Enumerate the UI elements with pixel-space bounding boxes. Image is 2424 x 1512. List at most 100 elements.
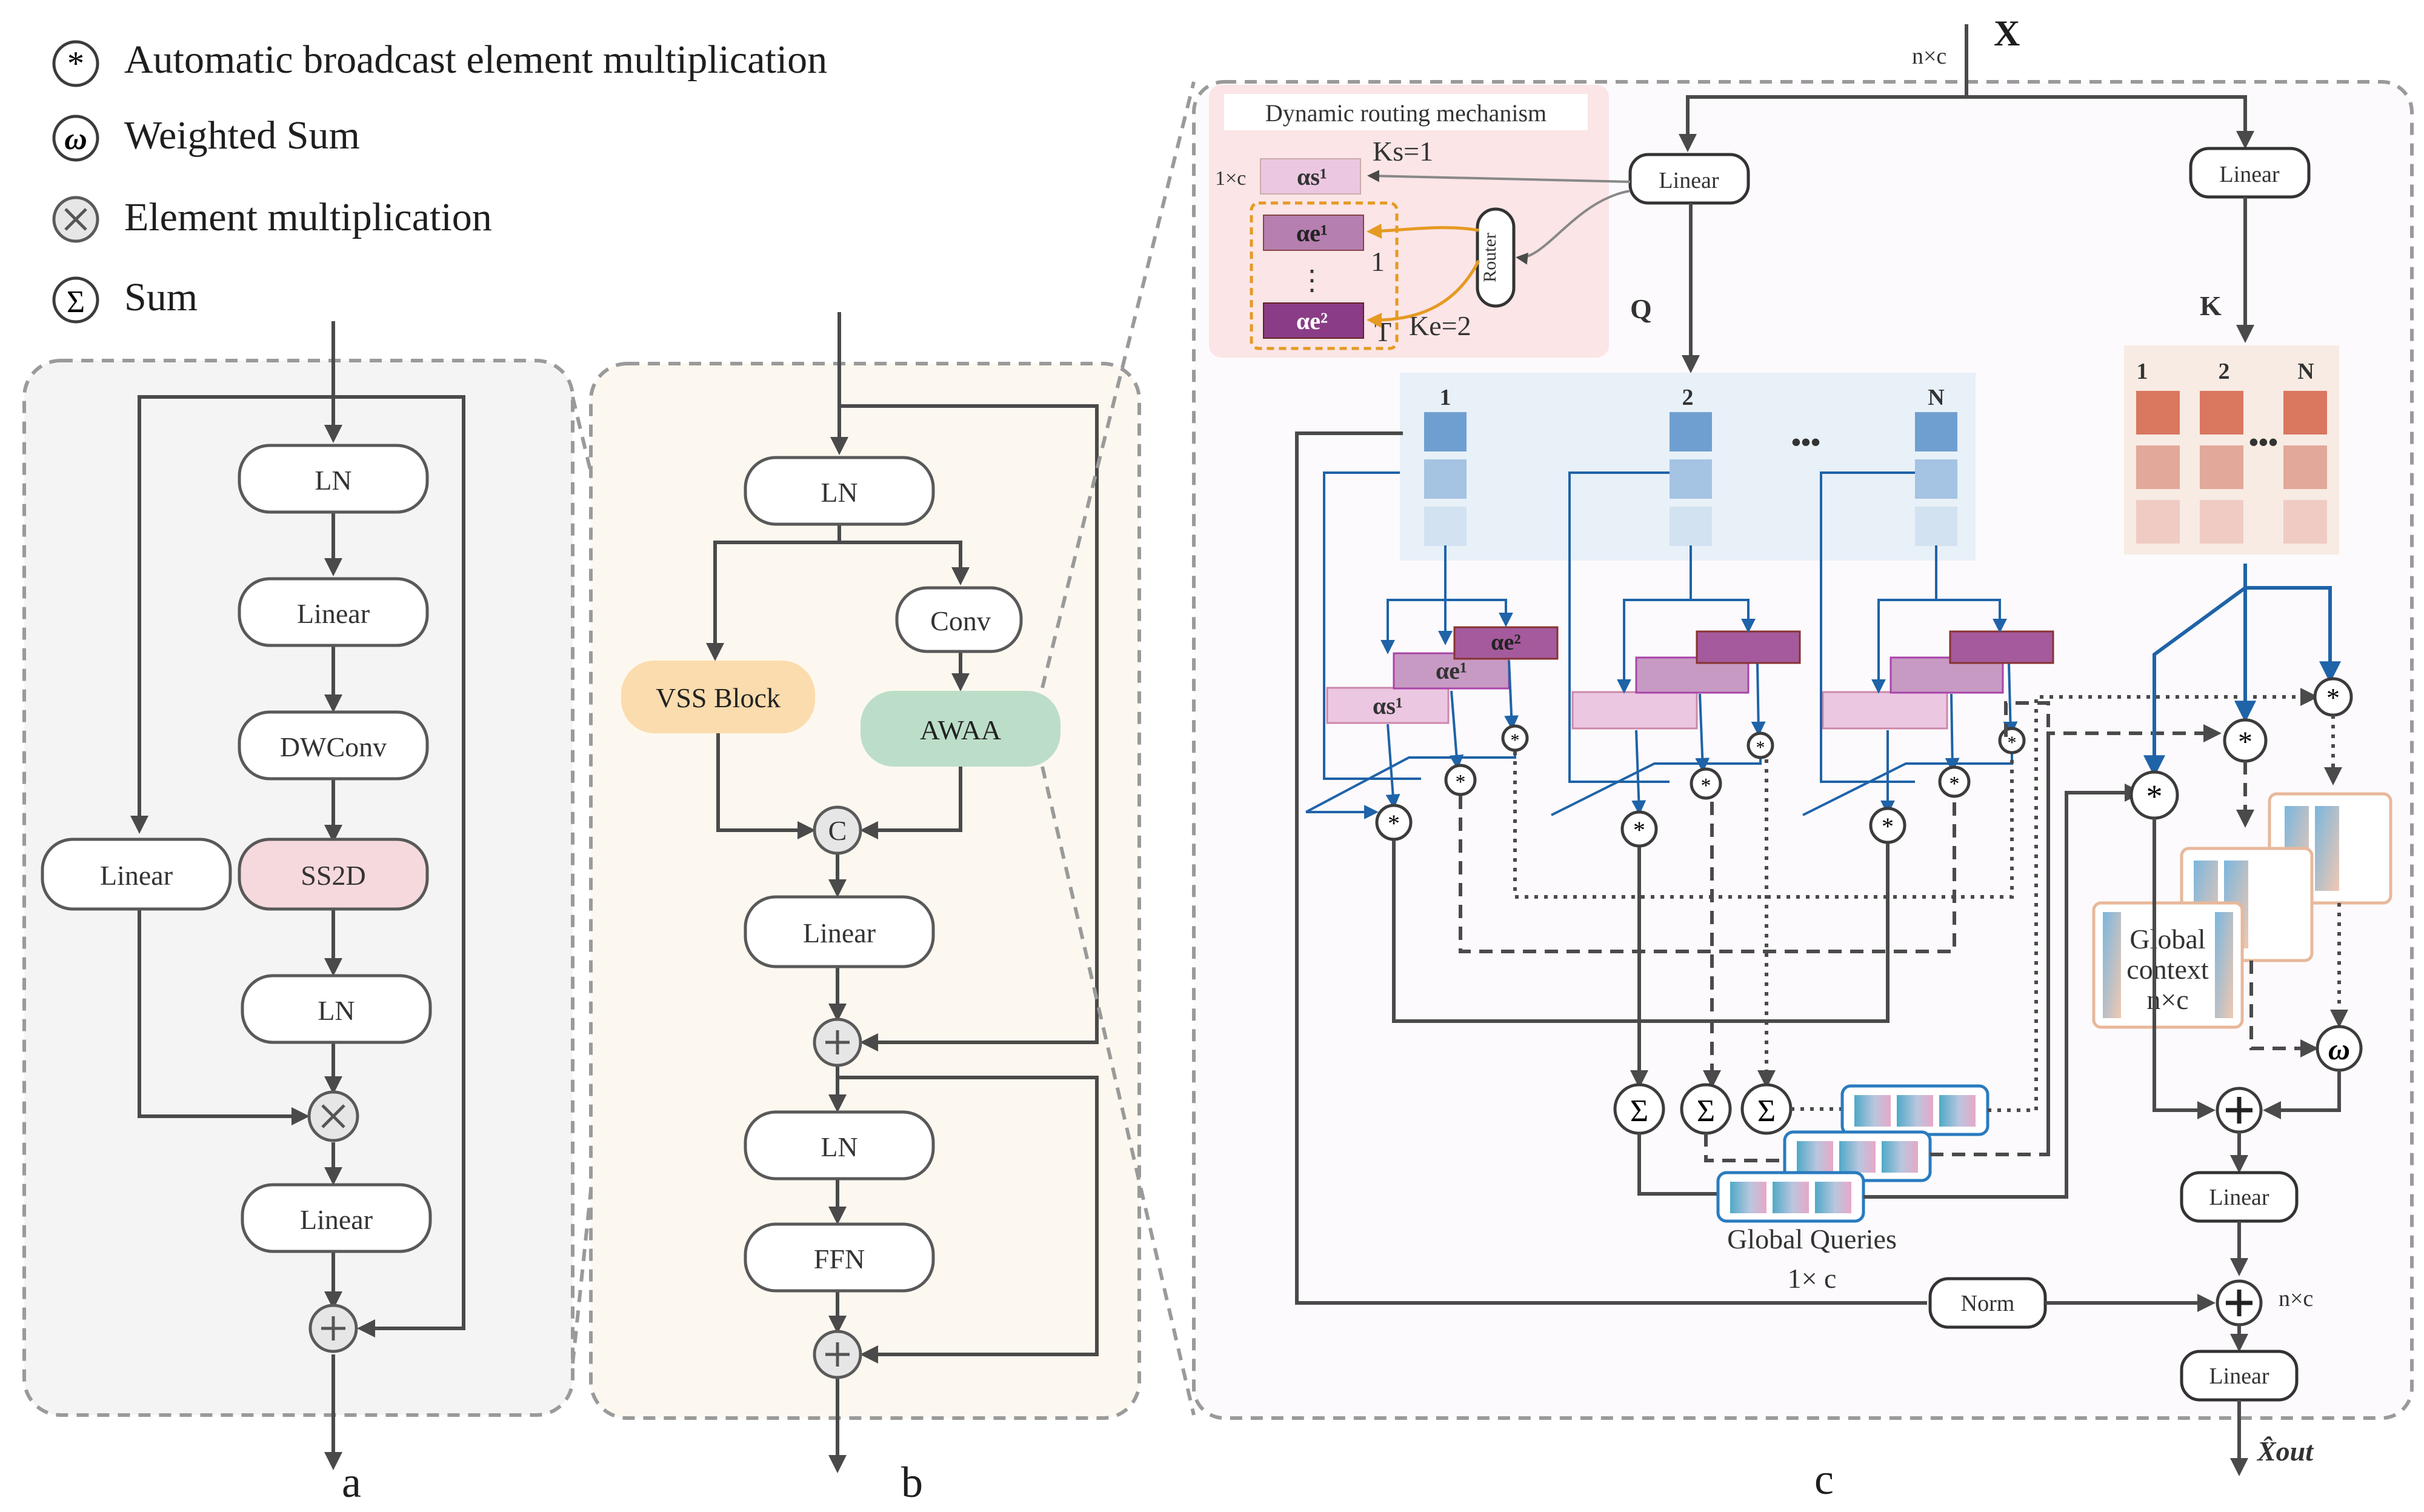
global-context-card-1 [2092, 901, 2244, 1029]
k-index-2: 2 [2219, 359, 2230, 384]
q-index-1: 1 [1440, 385, 1451, 410]
a-linear1-label: Linear [297, 598, 370, 629]
b-conv-node [895, 586, 1023, 653]
panel-c-caption: c [1814, 1455, 1834, 1504]
global-context-line-1: Global [2129, 924, 2205, 954]
b-awaa-label: AWAA [920, 714, 1001, 745]
a-linear2-node [241, 1183, 432, 1253]
g2-star-e1-symbol: * [1701, 774, 1711, 797]
sum-icon [52, 276, 99, 324]
g1-alpha-e1: αe¹ [1436, 657, 1467, 684]
c-linear-q-label: Linear [1659, 168, 1719, 193]
k-index-1: 1 [2137, 359, 2148, 384]
key-token-n [2283, 391, 2327, 544]
g1-star-e1 [1444, 764, 1477, 796]
weighted-sum-icon [52, 115, 99, 162]
b-conv-label: Conv [930, 605, 991, 636]
legend-weighted-sum: Weighted Sum [124, 113, 360, 158]
legend-element-mult: Element multiplication [124, 195, 492, 239]
c-x-dim: n×c [1912, 44, 1946, 69]
broadcast-mult-icon [52, 40, 99, 87]
b-awaa-node [861, 691, 1060, 767]
routing-1xc: 1×c [1215, 167, 1246, 190]
a-linear2-label: Linear [300, 1204, 373, 1235]
alpha-s-vector [1260, 158, 1361, 195]
g2-star-e2-symbol: * [1756, 738, 1765, 758]
routing-ke: Ke=2 [1409, 310, 1471, 341]
routing-expert-group [1250, 201, 1399, 350]
weighted-sum-symbol: ω [64, 122, 87, 156]
a-ln1-label: LN [315, 465, 351, 496]
q-index-n: N [1928, 385, 1944, 410]
c-linear-b-label: Linear [2209, 1364, 2269, 1389]
element-mult-x-glyph [64, 208, 87, 231]
g1-alpha-e2: αe² [1491, 630, 1520, 655]
b-linear-node [744, 895, 935, 968]
routing-one: 1 [1371, 246, 1385, 277]
b-ffn-label: FFN [814, 1244, 865, 1274]
c-q-label: Q [1630, 293, 1652, 324]
panel-b-caption: b [901, 1458, 923, 1507]
panel-a: LN Linear DWConv Linear SS2D LN Linear a [22, 321, 574, 1507]
g1-star-e2 [1501, 724, 1529, 752]
a-ss2d-node [238, 838, 429, 911]
routing-ks: Ks=1 [1373, 136, 1433, 167]
c-norm-label: Norm [1961, 1291, 2015, 1316]
panel-b: LN VSS Block Conv AWAA C Linear LN FFN b [589, 312, 1141, 1507]
c-out-label: X̂out [2256, 1436, 2314, 1467]
routing-title: Dynamic routing mechanism [1265, 99, 1547, 127]
router-node [1476, 207, 1516, 308]
global-query-vector-1 [1716, 1171, 1865, 1223]
panel-a-caption: a [342, 1458, 361, 1507]
a-linear1-node [238, 577, 429, 647]
alpha-group-2 [1571, 630, 1801, 730]
b-vss-label: VSS Block [656, 682, 781, 713]
c-linear-k-node [2189, 147, 2311, 199]
sum-node-s-symbol: Σ [1630, 1094, 1648, 1128]
g1-star-e2-symbol: * [1511, 730, 1520, 750]
a-ln2-node [241, 974, 432, 1044]
a-linear-side-node [41, 838, 232, 911]
a-ln2-label: LN [318, 995, 355, 1026]
sum-node-e2-symbol: Σ [1757, 1094, 1776, 1128]
alpha-e2-vector [1263, 302, 1364, 339]
b-ln2-label: LN [821, 1131, 857, 1162]
broadcast-node-1-symbol: * [2146, 778, 2163, 814]
g2-star-e2 [1746, 731, 1774, 759]
b-concat-node [813, 805, 862, 855]
c-linear-a-label: Linear [2209, 1185, 2269, 1210]
alpha-e2-label: αe² [1296, 307, 1328, 335]
global-queries-dim: 1× c [1788, 1263, 1837, 1294]
key-token-2 [2200, 391, 2243, 544]
global-query-vector-2 [1783, 1130, 1932, 1182]
c-linear-k-label: Linear [2219, 162, 2280, 187]
sum-symbol: Σ [67, 285, 85, 319]
b-vss-node [621, 661, 815, 733]
k-ellipsis: ••• [2249, 427, 2278, 458]
k-index-n: N [2297, 359, 2314, 384]
g2-star-e1 [1690, 767, 1722, 800]
alpha-e1-label: αe¹ [1296, 219, 1328, 247]
alpha-group-1: αs¹ αe¹ αe² [1326, 626, 1559, 724]
g1-star-s-symbol: * [1388, 810, 1400, 837]
b-linear-label: Linear [803, 918, 876, 948]
c-x-label: X [1994, 13, 2020, 53]
gn-star-s [1869, 807, 1906, 844]
broadcast-node-2-symbol: * [2238, 726, 2253, 758]
global-context-line-2: context [2126, 954, 2209, 985]
g1-star-e1-symbol: * [1456, 771, 1466, 793]
query-token-2 [1670, 412, 1712, 546]
q-index-2: 2 [1682, 385, 1694, 410]
a-dwconv-label: DWConv [280, 731, 387, 762]
a-dwconv-node [238, 710, 429, 781]
gn-star-e2-symbol: * [2008, 733, 2017, 753]
g2-star-s-symbol: * [1633, 816, 1645, 844]
b-ln2-node [744, 1110, 935, 1181]
alpha-e1-vector [1263, 215, 1364, 251]
q-ellipsis: ••• [1791, 427, 1820, 458]
a-ln1-node [238, 444, 429, 514]
g1-star-s [1375, 804, 1413, 841]
panel-c: X n×c Linear Linear Q K Dynamic routing … [1192, 13, 2414, 1504]
a-linear-side-label: Linear [100, 860, 173, 891]
sum-node-e1-symbol: Σ [1697, 1094, 1715, 1128]
